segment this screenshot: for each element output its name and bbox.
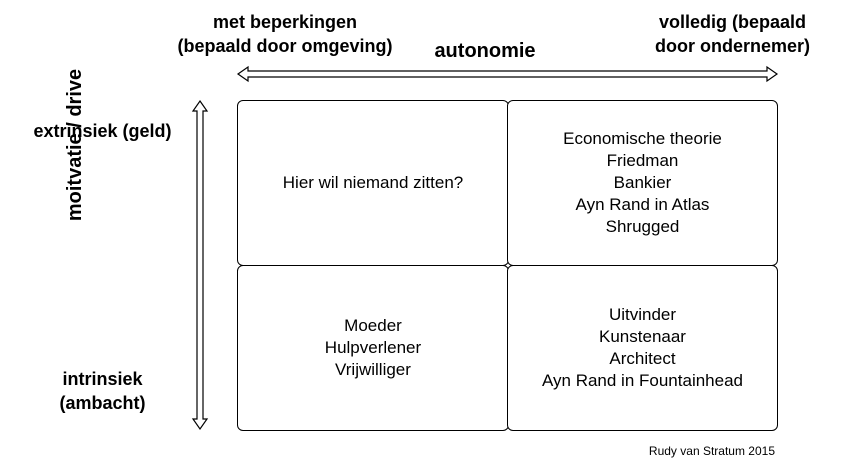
quadrant-line: Economische theorie <box>563 129 722 148</box>
quadrant-line: Friedman <box>606 151 679 170</box>
motivation-high-label-line: extrinsiek (geld) <box>33 121 172 141</box>
quadrant-line: Hulpverlener <box>324 338 422 357</box>
quadrant-line: Shrugged <box>605 217 680 236</box>
vertical-double-arrow <box>191 99 209 431</box>
autonomy-high-label-line: volledig (bepaald <box>658 12 807 32</box>
quadrant-text: Hier wil niemand zitten? <box>283 172 463 194</box>
quadrant-line: Architect <box>609 349 676 368</box>
autonomy-high-label: volledig (bepaald door ondernemer) <box>630 10 835 58</box>
quadrant-intrinsic-full: Uitvinder Kunstenaar Architect Ayn Rand … <box>507 265 778 431</box>
quadrant-text: Uitvinder Kunstenaar Architect Ayn Rand … <box>542 304 743 392</box>
motivation-high-label: extrinsiek (geld) <box>20 119 185 143</box>
quadrant-text: Economische theorie Friedman Bankier Ayn… <box>563 128 722 238</box>
autonomy-high-label-line: door ondernemer) <box>654 36 810 56</box>
autonomy-low-label: met beperkingen (bepaald door omgeving) <box>160 10 410 58</box>
autonomy-low-label-line: (bepaald door omgeving) <box>177 36 393 56</box>
quadrant-line: Bankier <box>613 173 672 192</box>
quadrant-intrinsic-limited: Moeder Hulpverlener Vrijwilliger <box>237 265 509 431</box>
quadrant-line: Ayn Rand in Atlas <box>575 195 710 214</box>
quadrant-line: Moeder <box>344 316 402 335</box>
horizontal-double-arrow <box>236 65 779 83</box>
quadrant-line: Kunstenaar <box>599 327 686 346</box>
quadrant-text: Moeder Hulpverlener Vrijwilliger <box>325 315 421 381</box>
motivation-low-label-line: (ambacht) <box>59 393 146 413</box>
quadrant-extrinsic-limited: Hier wil niemand zitten? <box>237 100 509 266</box>
quadrant-line: Ayn Rand in Fountainhead <box>541 371 743 390</box>
motivation-low-label: intrinsiek (ambacht) <box>20 367 185 415</box>
credit-text: Rudy van Stratum 2015 <box>648 444 775 458</box>
quadrant-line: Vrijwilliger <box>335 360 411 379</box>
autonomy-low-label-line: met beperkingen <box>212 12 358 32</box>
quadrant-extrinsic-full: Economische theorie Friedman Bankier Ayn… <box>507 100 778 266</box>
quadrant-line: Hier wil niemand zitten? <box>282 173 464 192</box>
quadrant-line: Uitvinder <box>608 305 677 324</box>
autonomy-axis-title: autonomie <box>434 40 536 62</box>
motivation-low-label-line: intrinsiek <box>62 369 143 389</box>
motivation-axis-title: moitvatie / drive <box>64 68 86 222</box>
